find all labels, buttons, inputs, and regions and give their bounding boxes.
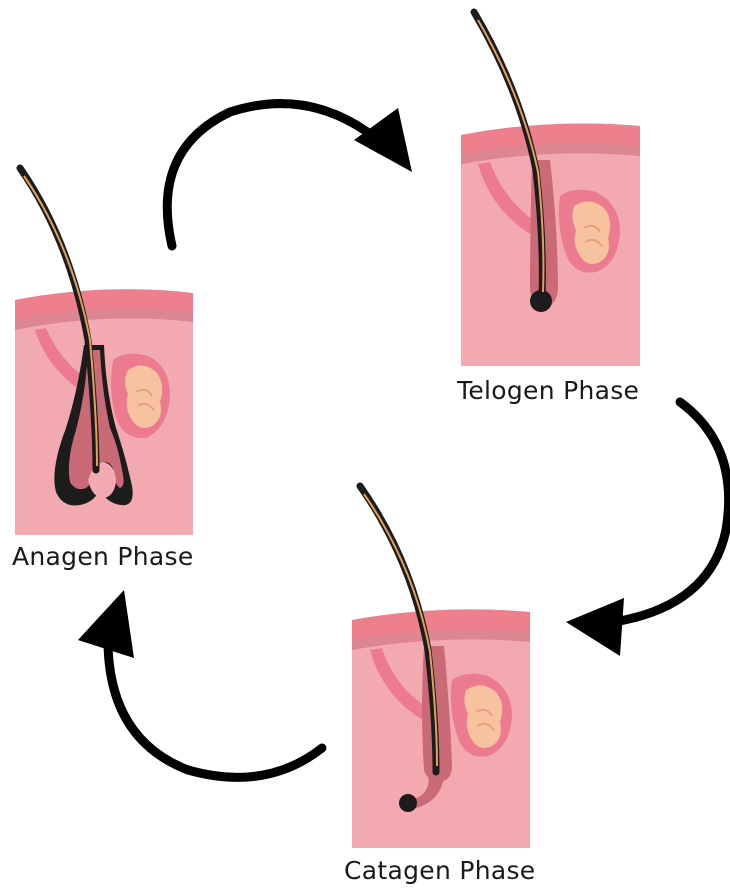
catagen-panel [352,486,530,848]
catagen-phase-label: Catagen Phase [344,856,536,885]
arrow-anagen-to-telogen-shaft [167,104,378,246]
arrow-catagen-to-anagen-shaft [108,644,322,777]
telogen-phase-label: Telogen Phase [457,376,639,405]
telogen-panel [461,12,640,366]
arrow-catagen-to-anagen-head [78,590,134,658]
arrow-telogen-to-catagen [566,402,729,656]
arrow-anagen-to-telogen [167,104,412,246]
arrow-telogen-to-catagen-head [566,598,624,656]
arrow-telogen-to-catagen-shaft [614,402,729,622]
arrow-catagen-to-anagen [78,590,322,777]
anagen-phase-label: Anagen Phase [12,542,194,571]
arrow-anagen-to-telogen-head [354,108,412,172]
catagen-bulb [399,794,417,812]
